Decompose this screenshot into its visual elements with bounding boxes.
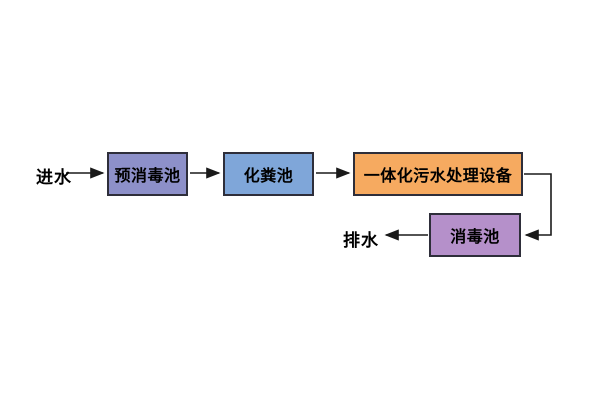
node-septic-tank: 化粪池 — [223, 152, 314, 196]
node-disinfection-tank-label: 消毒池 — [450, 229, 500, 246]
arrow-integrated-to-disinfection — [524, 173, 552, 241]
node-pre-disinfection-tank: 预消毒池 — [107, 152, 188, 196]
node-septic-tank-label: 化粪池 — [243, 168, 294, 185]
inlet-water-label: 进水 — [36, 168, 72, 187]
outlet-water-label: 排水 — [343, 231, 379, 250]
node-pre-disinfection-tank-label: 预消毒池 — [114, 168, 181, 185]
node-disinfection-tank: 消毒池 — [429, 213, 521, 257]
node-integrated-sewage-treatment-equipment: 一体化污水处理设备 — [353, 152, 523, 196]
node-integrated-sewage-treatment-equipment-label: 一体化污水处理设备 — [363, 168, 513, 185]
